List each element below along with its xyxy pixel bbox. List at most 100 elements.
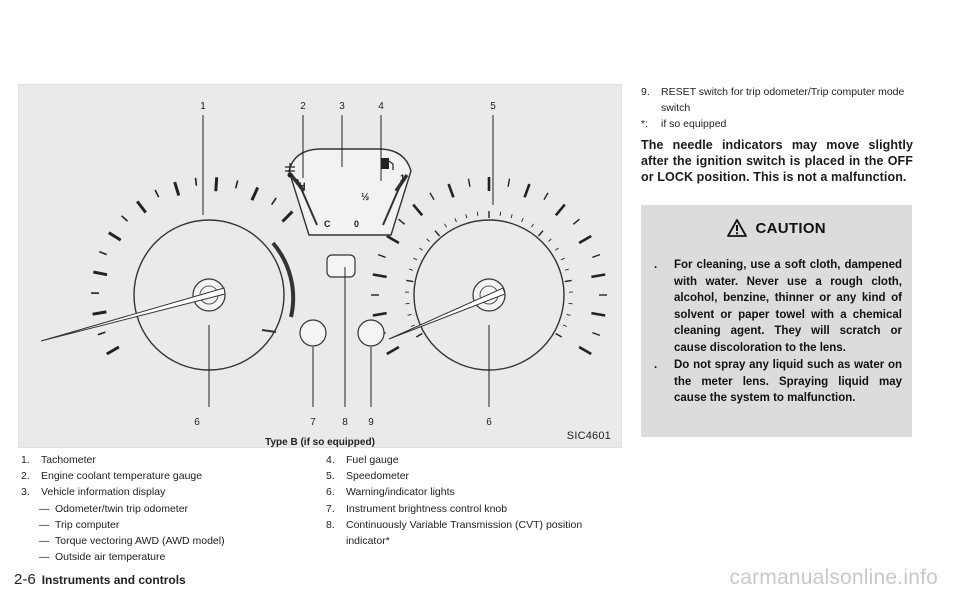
dial-tick	[108, 231, 122, 242]
legend-item: 8.Continuously Variable Transmission (CV…	[326, 517, 626, 549]
legend-num: 9.	[641, 86, 650, 98]
dash-glyph: —	[39, 518, 50, 531]
dial-tick	[507, 178, 511, 187]
dial-tick	[560, 257, 565, 261]
legend-text: Speedometer	[346, 470, 410, 483]
dial-tick	[548, 238, 552, 242]
dial-tick	[97, 331, 106, 336]
dial-tick	[372, 311, 387, 317]
legend-text: Fuel gauge	[346, 454, 399, 466]
legend-num: 4.	[326, 454, 335, 466]
dial-tick	[386, 234, 400, 245]
right-column: 9. RESET switch for trip odometer/Trip co…	[641, 84, 913, 186]
legend-num: *:	[641, 118, 649, 131]
legend-num: 7.	[326, 502, 335, 515]
figure-caption: Type B (if so equipped)	[18, 437, 622, 448]
dial-tick	[521, 218, 524, 223]
dial-tick	[106, 345, 120, 356]
callout-5: 5	[490, 101, 496, 112]
legend-text: RESET switch for trip odometer/Trip comp…	[661, 86, 905, 115]
caution-item: .Do not spray any liquid such as water o…	[654, 357, 902, 407]
bullet-glyph: .	[654, 359, 658, 371]
section-title: Instruments and controls	[41, 573, 186, 587]
fuel-pump-icon	[381, 158, 394, 170]
legend-list-right: 4.Fuel gauge 5.Speedometer 6.Warning/ind…	[326, 452, 626, 549]
legend-item: 6. Warning/indicator lights	[326, 484, 626, 500]
dial-tick	[173, 181, 181, 196]
dial-tick	[447, 183, 455, 198]
callout-1: 1	[200, 101, 206, 112]
dial-tick	[531, 223, 534, 228]
dial-tick	[467, 178, 471, 187]
fuel-needle	[394, 174, 409, 192]
reset-switch	[357, 319, 385, 347]
dial-tick	[543, 192, 549, 201]
caution-text: For cleaning, use a soft cloth, dampened…	[674, 259, 902, 354]
legend-item: 9. RESET switch for trip odometer/Trip co…	[641, 84, 913, 116]
dial-tick	[121, 215, 129, 222]
dial-tick	[523, 183, 531, 198]
dial-tick	[407, 313, 412, 316]
dial-tick	[386, 345, 400, 356]
dash-glyph: —	[39, 551, 50, 564]
dial-tick	[426, 238, 430, 242]
coolant-temp-icon	[285, 163, 295, 178]
fuel-half-mark: ½	[361, 192, 369, 203]
dial-tick	[410, 324, 415, 327]
needle-note: The needle indicators may move slightly …	[641, 137, 913, 185]
legend-subitem: —Trip computer	[21, 517, 321, 533]
dial-tick	[555, 332, 563, 338]
dial-tick	[444, 223, 447, 228]
legend-num: 2.	[21, 470, 30, 483]
dial-tick	[564, 279, 572, 283]
dial-tick	[419, 247, 423, 251]
dial-tick	[537, 230, 544, 237]
dial-tick	[591, 273, 606, 279]
dial-tick	[281, 210, 294, 223]
legend-subtext: Odometer/twin trip odometer	[55, 502, 189, 515]
dial-tick	[563, 324, 568, 327]
speedometer-inner-ticks	[405, 211, 573, 338]
legend-num: 8.	[326, 518, 335, 531]
coolant-needle	[289, 173, 306, 193]
dial-tick	[98, 250, 108, 256]
caution-title: CAUTION	[755, 219, 826, 237]
dial-tick	[465, 214, 468, 219]
caution-item: . For cleaning, use a soft cloth, dampene…	[654, 257, 902, 356]
legend-num: 1.	[21, 454, 30, 466]
legend-num: 6.	[326, 486, 335, 499]
dial-tick	[270, 197, 277, 206]
dial-tick	[578, 345, 592, 356]
caution-box: CAUTION . For cleaning, use a soft cloth,…	[641, 205, 912, 437]
legend-text: Warning/indicator lights	[346, 486, 455, 499]
legend-subtext: Torque vectoring AWD (AWD model)	[55, 535, 225, 548]
legend-list-left: 1.Tachometer 2.Engine coolant temperatur…	[21, 452, 321, 565]
caution-header: CAUTION	[641, 219, 912, 241]
dial-tick	[578, 234, 592, 245]
bullet-glyph: .	[654, 259, 658, 271]
legend-text: Instrument brightness control knob	[346, 502, 508, 515]
dial-tick	[499, 211, 502, 216]
legend-item: 2.Engine coolant temperature gauge	[21, 468, 321, 484]
callout-2: 2	[300, 101, 306, 112]
tachometer-mark	[261, 329, 277, 333]
dash-glyph: —	[39, 502, 50, 515]
legend-subitem: — Odometer/twin trip odometer	[21, 501, 321, 517]
dial-tick	[408, 268, 414, 271]
dial-tick	[434, 230, 441, 237]
callout-6-left: 6	[194, 417, 200, 428]
watermark: carmanualsonline.info	[729, 566, 938, 589]
tachometer-redzone	[271, 241, 296, 318]
legend-text: if so equipped	[661, 118, 727, 131]
dial-tick	[377, 253, 386, 259]
instrument-cluster-figure: H C 1 ½ 0 1 2 3 4 5 6	[18, 84, 622, 448]
figure-caption-text: Type B (if so equipped)	[265, 437, 375, 448]
dial-tick	[572, 218, 580, 225]
dial-tick	[250, 186, 260, 201]
dial-tick	[429, 192, 435, 201]
dial-tick	[234, 180, 239, 189]
callout-6-right: 6	[486, 417, 492, 428]
tachometer-needle	[40, 287, 226, 342]
dial-tick	[554, 203, 566, 217]
